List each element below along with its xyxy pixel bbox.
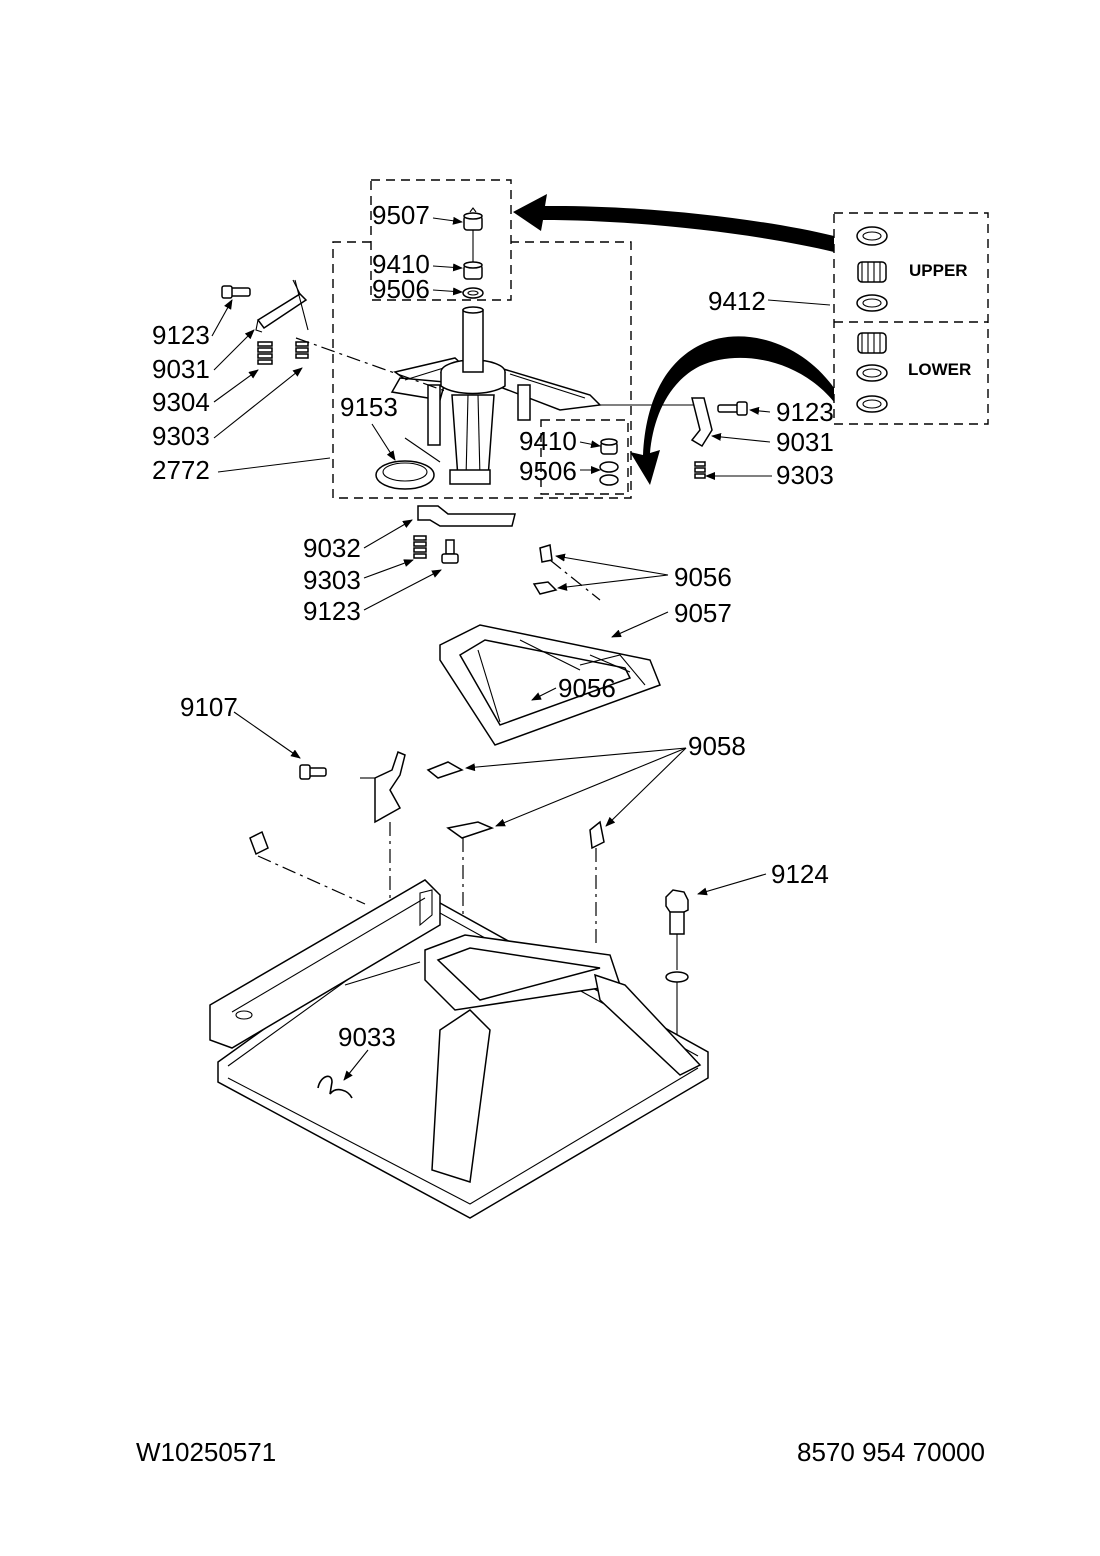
spring-9304 [257,341,273,365]
clamp-9107-bracket [360,750,406,824]
callout-9124: 9124 [771,859,829,889]
spring-9303-low [413,535,427,559]
spring-9303-right [694,461,706,479]
callout-9303-left: 9303 [152,421,210,451]
left-suspension-bracket [255,279,309,333]
seal-9506-mid [599,461,619,486]
callout-9058: 9058 [688,731,746,761]
callout-9506-top: 9506 [372,274,430,304]
callout-9123-low: 9123 [303,596,361,626]
leader-lines [211,216,831,1081]
callout-9056-mid: 9056 [558,673,616,703]
callout-9412: 9412 [708,286,766,316]
callout-9031-left: 9031 [152,354,210,384]
bearing-kit-box [833,212,989,425]
document-number: W10250571 [136,1437,276,1467]
upper-bearing-curved-arrow [513,194,834,252]
seal-9153 [375,437,441,490]
wire-clip-9033 [317,1075,353,1099]
screw-9123-low [441,539,459,564]
bearing-9410-top [463,261,483,280]
callout-9057: 9057 [674,598,732,628]
upper-kit-label: UPPER [909,261,968,280]
lower-bearing-group-box [540,419,629,495]
right-suspension-bracket [690,397,713,448]
lower-bearing-curved-arrow [630,336,834,485]
upper-bearing-group-box [370,179,512,301]
callout-9507: 9507 [372,200,430,230]
callout-9153: 9153 [340,392,398,422]
callout-9410-mid: 9410 [519,426,577,456]
callout-9032: 9032 [303,533,361,563]
callout-9031-right: 9031 [776,427,834,457]
spring-9303-left [295,341,309,359]
feet-9058 [426,761,605,850]
callout-2772: 2772 [152,455,210,485]
seal-9506-top [462,287,484,299]
callout-9303-right: 9303 [776,460,834,490]
lower-kit-label: LOWER [908,360,971,379]
bearing-9410-mid [600,438,618,455]
bearing-kit-upper-parts [856,226,888,312]
pad-alignment-line [549,559,601,601]
cabinet-base-frame [209,879,709,1219]
alignment-lines-base [257,822,597,945]
callout-9123-right: 9123 [776,397,834,427]
callout-9033: 9033 [338,1022,396,1052]
callout-9107: 9107 [180,692,238,722]
transmission-group-box [332,241,632,499]
screw-9123-left [221,285,251,299]
upper-bearing-9507 [463,207,483,231]
bearing-kit-lower-parts [856,332,888,413]
clip-left-base [249,830,269,856]
screw-9107 [299,764,327,780]
transmission-assembly [390,306,695,485]
callout-9303-low: 9303 [303,565,361,595]
callout-9506-mid: 9506 [519,456,577,486]
bracket-9032 [417,505,516,527]
callout-9304: 9304 [152,387,210,417]
callout-9123-left: 9123 [152,320,210,350]
model-number: 8570 954 70000 [797,1437,985,1467]
callout-9410-top: 9410 [372,249,430,279]
screw-9123-right [717,401,748,416]
callout-9056-top: 9056 [674,562,732,592]
suspension-frame-9057 [439,624,661,746]
callout-labels: 9507 9410 9506 9412 9123 9031 9304 9303 … [152,200,834,1052]
